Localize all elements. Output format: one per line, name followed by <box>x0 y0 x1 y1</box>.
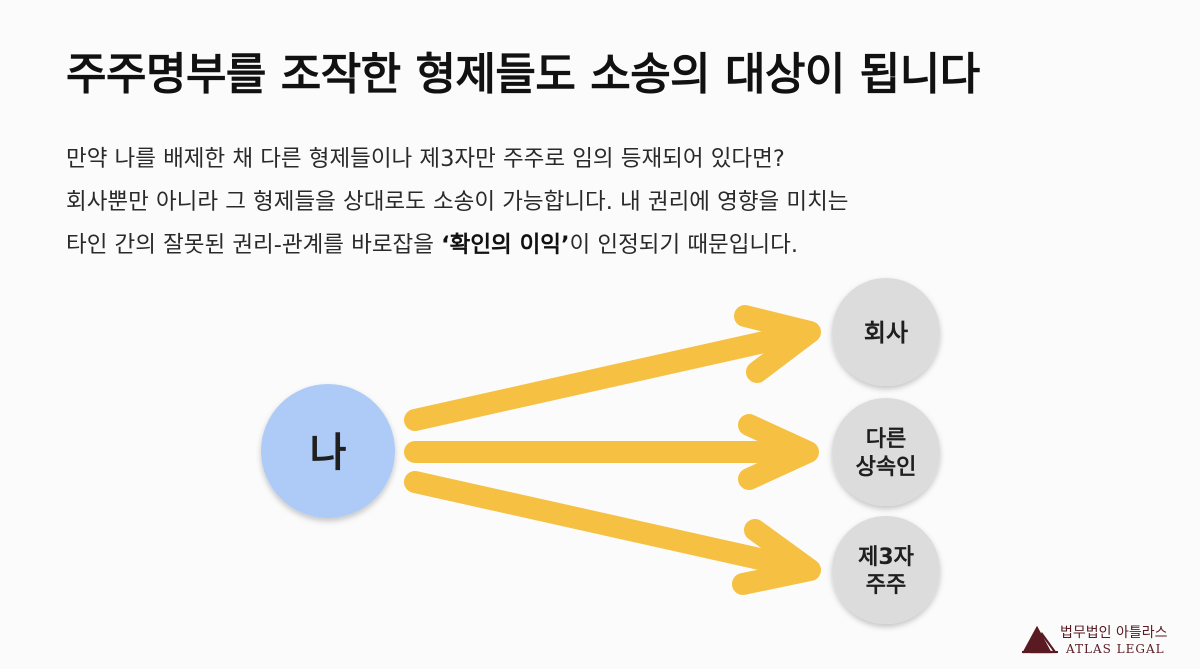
body-paragraph: 만약 나를 배제한 채 다른 형제들이나 제3자만 주주로 임의 등재되어 있다… <box>66 138 1146 267</box>
arrow-to-third-party <box>404 471 821 595</box>
firm-name-english: ATLAS LEGAL <box>1066 642 1165 656</box>
target-node-other-heirs: 다른 상속인 <box>832 398 940 506</box>
body-line-1: 만약 나를 배제한 채 다른 형제들이나 제3자만 주주로 임의 등재되어 있다… <box>66 146 785 172</box>
target-label-third-party-line1: 제3자 <box>858 545 915 570</box>
target-label-other-heirs-line1: 다른 <box>866 427 906 452</box>
source-node-me: 나 <box>261 384 395 518</box>
page-title: 주주명부를 조작한 형제들도 소송의 대상이 됩니다 <box>66 49 980 100</box>
body-line-3: 타인 간의 잘못된 권리-관계를 바로잡을 ‘확인의 이익’이 인정되기 때문입… <box>66 224 1146 267</box>
source-label: 나 <box>310 430 347 476</box>
target-label-company: 회사 <box>864 319 908 347</box>
target-node-third-party: 제3자 주주 <box>832 516 940 624</box>
firm-name-korean: 법무법인 아틀라스 <box>1060 625 1168 641</box>
body-line-3-start: 타인 간의 잘못된 권리-관계를 바로잡을 <box>66 232 442 258</box>
arrow-to-other-heirs <box>404 414 819 490</box>
body-line-3-end: 이 인정되기 때문입니다. <box>569 232 798 258</box>
arrow-to-company <box>404 305 821 431</box>
emphasis-text: ‘확인의 이익’ <box>441 232 570 258</box>
target-label-other-heirs-line2: 상속인 <box>856 455 917 480</box>
atlas-mountain-icon <box>1022 625 1058 654</box>
body-line-2: 회사뿐만 아니라 그 형제들을 상대로도 소송이 가능합니다. 내 권리에 영향… <box>66 189 849 215</box>
target-label-third-party-line2: 주주 <box>866 573 906 598</box>
firm-logo: 법무법인 아틀라스 ATLAS LEGAL <box>1022 620 1182 660</box>
target-node-company: 회사 <box>832 278 940 386</box>
